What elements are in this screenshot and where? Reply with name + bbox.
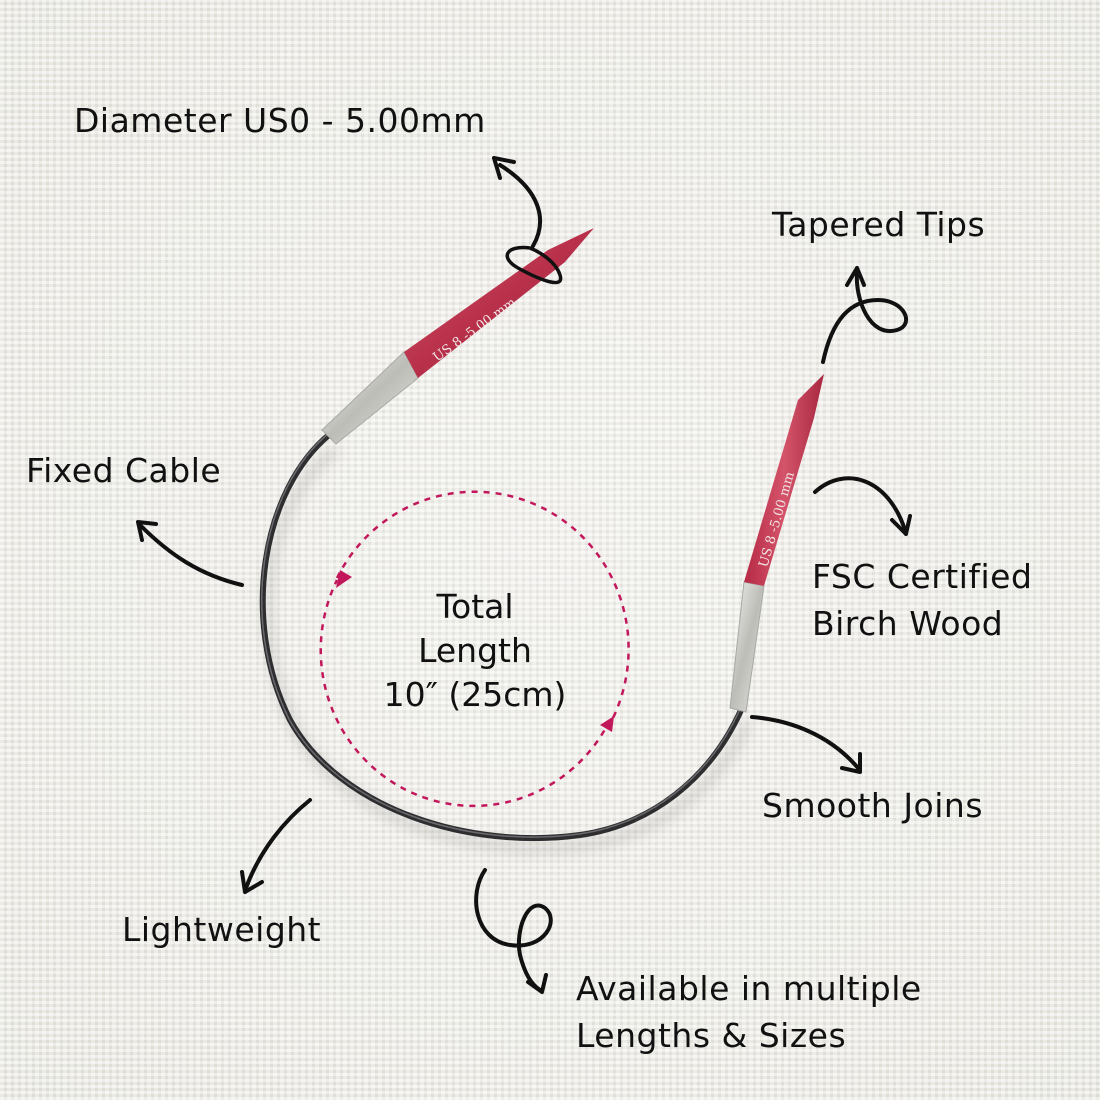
label-available: Available in multiple Lengths & Sizes bbox=[576, 965, 922, 1059]
arrowhead-right-icon bbox=[600, 716, 614, 732]
label-total-length: Total Length 10″ (25cm) bbox=[350, 585, 600, 717]
available-arrow-icon bbox=[474, 868, 553, 994]
label-total-length-line-2: Length bbox=[418, 631, 532, 670]
label-diameter: Diameter US0 - 5.00mm bbox=[74, 101, 486, 140]
cable-highlight bbox=[261, 432, 742, 838]
arrowhead-left-icon bbox=[336, 570, 352, 588]
right-metal-joint bbox=[729, 581, 765, 713]
cable-shadow bbox=[263, 445, 753, 854]
right-wood-tip bbox=[744, 374, 824, 586]
diameter-arrow-icon bbox=[492, 156, 563, 285]
dashed-arc-bottom bbox=[319, 579, 612, 808]
label-fsc-line-2: Birch Wood bbox=[812, 604, 1004, 643]
label-fsc-line-1: FSC Certified bbox=[812, 557, 1033, 596]
smooth-joins-arrow-icon bbox=[750, 715, 862, 774]
label-lightweight: Lightweight bbox=[122, 910, 322, 949]
label-available-line-1: Available in multiple bbox=[576, 969, 922, 1008]
left-metal-joint bbox=[321, 351, 419, 445]
label-tapered-tips: Tapered Tips bbox=[772, 205, 986, 244]
fixed-cable-arrow-icon bbox=[136, 520, 244, 587]
label-fsc-birch: FSC Certified Birch Wood bbox=[812, 553, 1032, 647]
label-total-length-line-1: Total bbox=[436, 587, 514, 626]
left-needle: US 8 -5.00 mm bbox=[321, 228, 594, 445]
tapered-tips-arrow-icon bbox=[821, 266, 909, 364]
fsc-arrow-icon bbox=[813, 476, 912, 536]
label-fixed-cable: Fixed Cable bbox=[26, 451, 222, 490]
total-length-circle bbox=[319, 490, 630, 808]
label-available-line-2: Lengths & Sizes bbox=[576, 1016, 847, 1055]
label-total-length-line-3: 10″ (25cm) bbox=[383, 675, 567, 714]
right-needle: US 8 -5.00 mm bbox=[729, 374, 824, 713]
label-smooth-joins: Smooth Joins bbox=[762, 786, 984, 825]
lightweight-arrow-icon bbox=[240, 798, 312, 894]
dashed-arc-top bbox=[335, 490, 630, 721]
left-wood-tip bbox=[404, 228, 594, 378]
